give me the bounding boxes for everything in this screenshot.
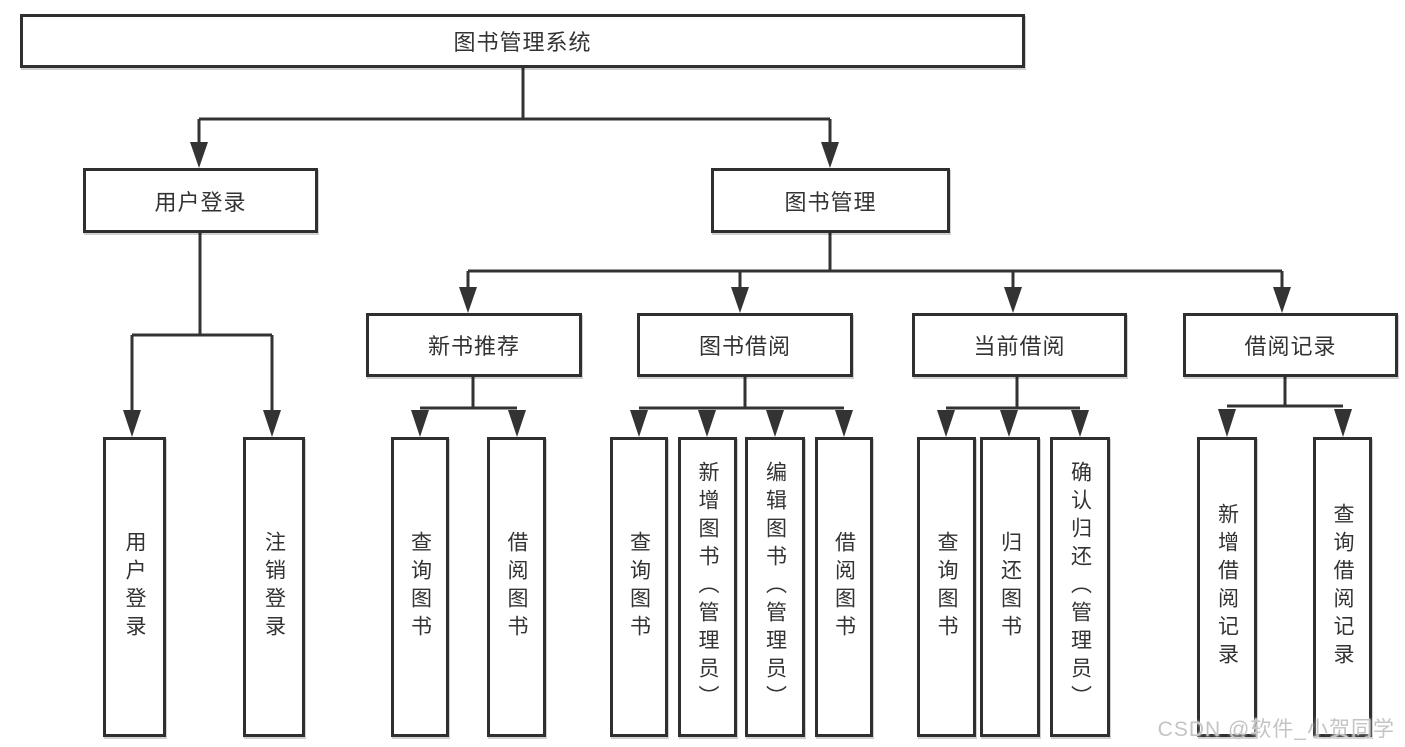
leaf-records-query-record: 查询借阅记录 <box>1313 437 1372 737</box>
leaf-newbooks-borrow-books: 借阅图书 <box>487 437 546 737</box>
leaf-current-return-books-label: 归还图书 <box>998 531 1022 643</box>
connector-new-books-to-leaves <box>411 377 526 437</box>
leaf-borrow-query-books-label: 查询图书 <box>627 531 651 643</box>
node-current-borrow-label: 当前借阅 <box>973 334 1066 359</box>
node-book-borrow-label: 图书借阅 <box>698 334 791 359</box>
connector-borrow-records-to-leaves <box>1218 377 1352 437</box>
leaf-borrow-edit-books-admin: 编辑图书（管理员） <box>745 437 805 737</box>
node-borrow-records-label: 借阅记录 <box>1244 334 1337 359</box>
node-user-login-label: 用户登录 <box>154 189 247 215</box>
leaf-logout: 注销登录 <box>243 437 305 737</box>
leaf-current-query-books-label: 查询图书 <box>935 531 958 643</box>
leaf-borrow-borrow-books: 借阅图书 <box>815 437 873 737</box>
node-borrow-records: 借阅记录 <box>1183 313 1398 377</box>
leaf-borrow-borrow-books-label: 借阅图书 <box>832 531 856 643</box>
leaf-borrow-add-books-admin-label: 新增图书（管理员） <box>696 461 719 713</box>
leaf-records-query-record-label: 查询借阅记录 <box>1331 503 1354 671</box>
node-new-books: 新书推荐 <box>366 313 582 377</box>
leaf-newbooks-query-books: 查询图书 <box>391 437 449 737</box>
node-book-mgmt: 图书管理 <box>711 168 950 233</box>
leaf-logout-label: 注销登录 <box>262 531 286 643</box>
connector-current-borrow-to-leaves <box>937 377 1089 437</box>
connector-book-borrow-to-leaves <box>630 377 853 437</box>
leaf-current-confirm-return-admin-label: 确认归还（管理员） <box>1068 461 1092 713</box>
leaf-borrow-edit-books-admin-label: 编辑图书（管理员） <box>763 461 787 713</box>
leaf-current-query-books: 查询图书 <box>917 437 976 737</box>
node-current-borrow: 当前借阅 <box>912 313 1127 377</box>
leaf-user-login-label: 用户登录 <box>123 531 146 643</box>
node-root-label: 图书管理系统 <box>453 30 592 55</box>
leaf-newbooks-borrow-books-label: 借阅图书 <box>505 531 528 643</box>
node-root: 图书管理系统 <box>20 14 1025 68</box>
node-new-books-label: 新书推荐 <box>427 334 520 359</box>
csdn-watermark: CSDN @软件_小贺同学 <box>1157 718 1395 741</box>
leaf-current-confirm-return-admin: 确认归还（管理员） <box>1050 437 1110 737</box>
node-book-borrow: 图书借阅 <box>637 313 853 377</box>
leaf-records-add-record-label: 新增借阅记录 <box>1215 503 1239 671</box>
connector-root-to-level2 <box>190 68 839 168</box>
leaf-borrow-add-books-admin: 新增图书（管理员） <box>678 437 737 737</box>
leaf-borrow-query-books: 查询图书 <box>610 437 668 737</box>
node-book-mgmt-label: 图书管理 <box>784 189 877 215</box>
leaf-current-return-books: 归还图书 <box>980 437 1040 737</box>
connector-book-mgmt-to-level3 <box>459 233 1291 313</box>
node-user-login: 用户登录 <box>83 168 318 233</box>
leaf-newbooks-query-books-label: 查询图书 <box>408 531 432 643</box>
leaf-records-add-record: 新增借阅记录 <box>1197 437 1257 737</box>
connector-user-login-to-leaves <box>123 233 281 437</box>
leaf-user-login: 用户登录 <box>103 437 166 737</box>
